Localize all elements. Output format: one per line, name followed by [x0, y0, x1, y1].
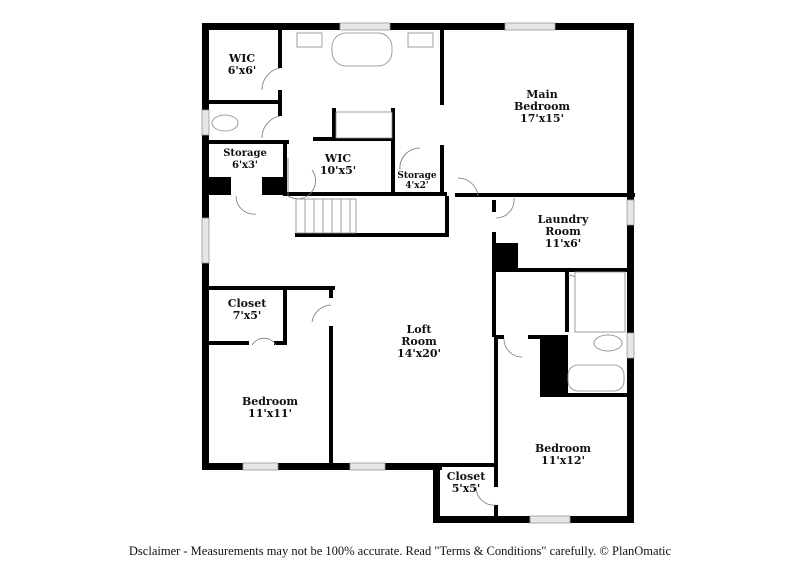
room-label-wic-1: WIC 6'x6'	[227, 52, 257, 77]
sink-left	[296, 32, 323, 48]
toilet-upper	[211, 114, 239, 132]
vanity-lower	[574, 271, 626, 333]
room-label-storage-1: Storage 6'x3'	[223, 148, 267, 171]
bathtub-main	[331, 32, 393, 67]
room-label-closet-2: Closet 5'x5'	[446, 470, 486, 495]
room-label-storage-2: Storage 4'x2'	[397, 171, 437, 191]
interior-walls	[209, 30, 635, 516]
toilet-lower	[593, 334, 623, 352]
room-label-closet-1: Closet 7'x5'	[227, 297, 267, 322]
room-label-wic-2: WIC 10'x5'	[319, 152, 357, 177]
bathtub-lower	[567, 364, 625, 392]
shower	[335, 111, 393, 139]
room-label-loft: Loft Room 14'x20'	[397, 323, 441, 360]
windows	[201, 22, 635, 524]
room-label-main-bedroom: Main Bedroom 17'x15'	[513, 88, 571, 125]
room-label-bedroom-1: Bedroom 11'x11'	[241, 395, 299, 420]
doors	[235, 67, 587, 506]
room-label-laundry: Laundry Room 11'x6'	[537, 213, 589, 250]
disclaimer-text: Dsclaimer - Measurements may not be 100%…	[128, 544, 672, 558]
fixtures	[211, 32, 626, 392]
sink-right	[407, 32, 434, 48]
room-label-bedroom-2: Bedroom 11'x12'	[534, 442, 592, 467]
stairs-icon	[295, 198, 357, 234]
